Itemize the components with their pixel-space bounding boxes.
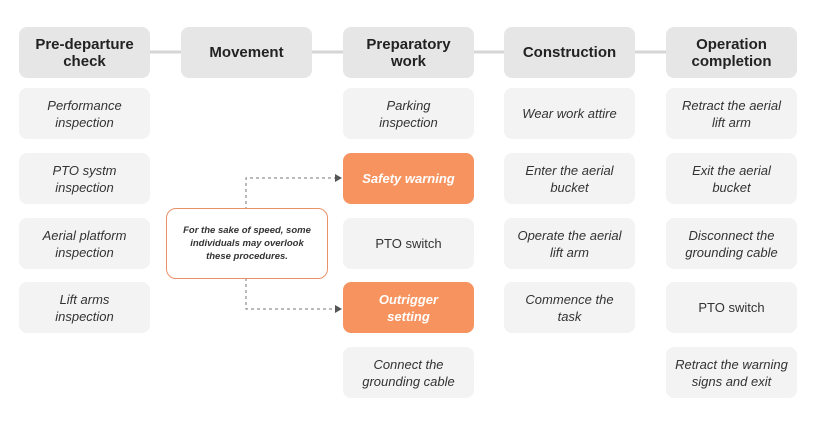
arrow-to-safety-warning xyxy=(245,174,342,210)
step-pto-switch-off: PTO switch xyxy=(666,282,797,333)
step-pto-switch: PTO switch xyxy=(343,218,474,269)
step-label: PTO switch xyxy=(375,236,442,251)
step-wear-work-attire: Wear work attire xyxy=(504,88,635,139)
arrow-to-outrigger-setting xyxy=(245,278,342,313)
step-label: Safety warning xyxy=(362,171,455,186)
header-label: Construction xyxy=(522,44,617,61)
step-label: PTO switch xyxy=(698,300,765,315)
header-label: Movement xyxy=(209,44,284,61)
header-construction: Construction xyxy=(504,27,635,78)
step-label: Wear work attire xyxy=(522,106,617,121)
step-safety-warning: Safety warning xyxy=(343,153,474,204)
header-movement: Movement xyxy=(181,27,312,78)
